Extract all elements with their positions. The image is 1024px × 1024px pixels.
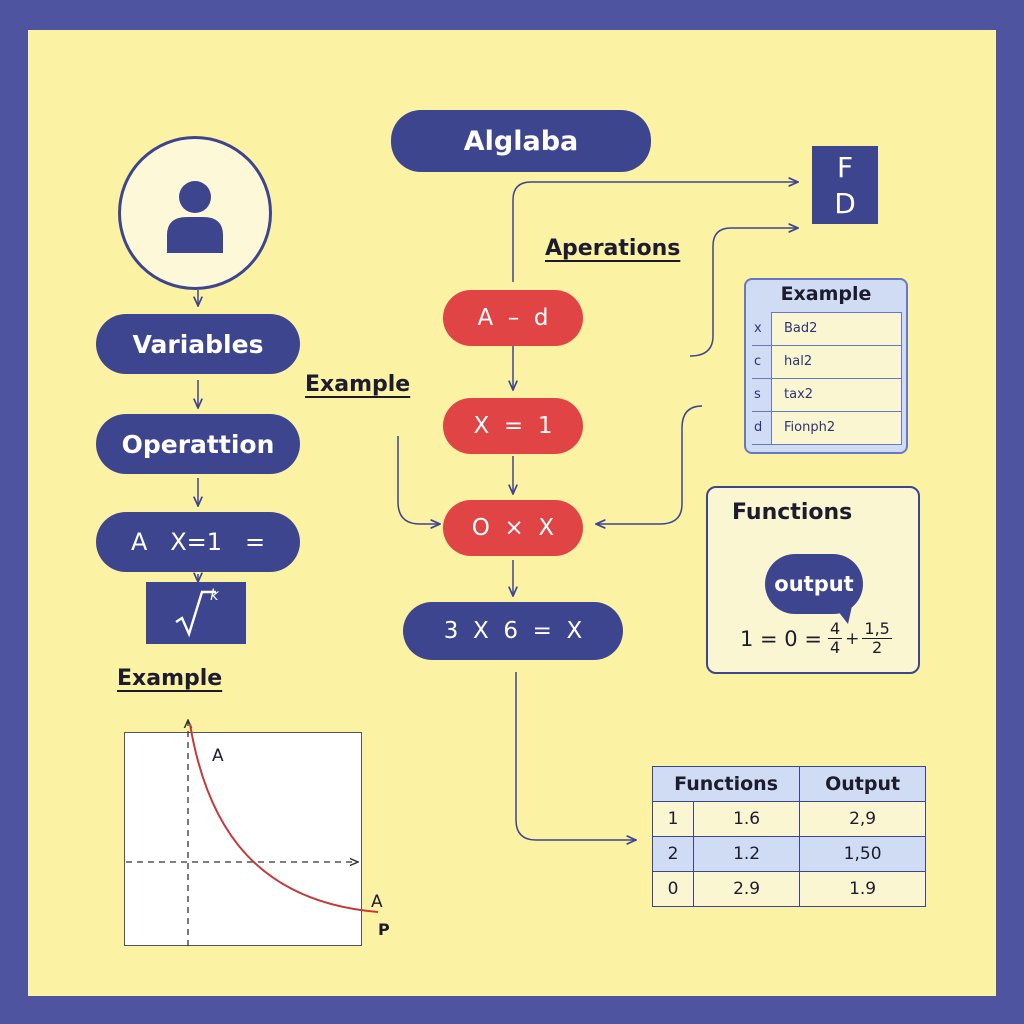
fd-box: F D — [812, 146, 878, 224]
arrow-example-to-step3 — [397, 436, 440, 524]
graph-curve — [189, 723, 379, 913]
left-example-label: Example — [117, 666, 223, 691]
example-table-title: Example — [780, 283, 872, 305]
fd-top-letter: F — [836, 151, 854, 184]
results-header-functions: Functions — [651, 766, 801, 802]
arrow-table-to-fd — [689, 228, 798, 357]
results-header-row: Functions Output — [651, 766, 926, 802]
graph-label-right-a: A — [371, 892, 383, 912]
step1-pill: A – d — [443, 290, 583, 346]
example-row-key: x — [752, 312, 772, 346]
operations-label: Aperations — [545, 236, 681, 261]
fraction-2: 1,5 2 — [862, 619, 892, 657]
result-pill: 3 X 6 = X — [403, 602, 623, 660]
center-example-label: Example — [305, 372, 411, 397]
functions-equation: 1 = 0 = 4 4 + 1,5 2 — [740, 620, 892, 657]
functions-card: Functions output 1 = 0 = 4 4 + 1,5 2 — [706, 486, 920, 674]
frac2-numerator: 1,5 — [862, 619, 892, 639]
example-row-value: hal2 — [771, 344, 902, 379]
sqrt-index: k — [210, 586, 219, 604]
results-row-function: 2.9 — [692, 871, 801, 907]
results-row-index: 1 — [652, 801, 694, 837]
fraction-1: 4 4 — [827, 619, 843, 657]
step3-text: O × X — [471, 515, 555, 541]
bubble-tail — [834, 606, 852, 624]
example-row-value: Bad2 — [771, 312, 902, 346]
arrow-center-to-fd — [512, 182, 798, 282]
speech-bubble-icon: output — [765, 554, 863, 614]
step2-pill: X = 1 — [443, 398, 583, 454]
results-row-function: 1.2 — [692, 836, 801, 872]
example-row-key: s — [752, 378, 772, 412]
title-text: Alglaba — [463, 125, 579, 157]
user-avatar-circle — [118, 136, 272, 290]
operation-text: Operattion — [121, 429, 275, 459]
step2-text: X = 1 — [473, 413, 553, 439]
results-row-index: 0 — [652, 871, 694, 907]
plus-sign: + — [845, 628, 860, 649]
arrow-table-to-step3 — [596, 405, 703, 524]
frac2-denominator: 2 — [872, 638, 883, 657]
user-icon — [167, 181, 223, 253]
operation-pill: Operattion — [96, 414, 300, 474]
arrow-result-to-results-table — [515, 672, 636, 840]
equation-text: A X=1 = — [130, 528, 266, 556]
fd-bottom-letter: D — [834, 187, 856, 220]
graph-label-right-p: P — [378, 920, 390, 939]
equation-pill: A X=1 = — [96, 512, 300, 572]
example-row-key: c — [752, 345, 772, 379]
results-row-index: 2 — [652, 836, 694, 872]
example-row-value: tax2 — [771, 377, 902, 412]
step1-text: A – d — [477, 305, 549, 331]
graph-plot — [126, 712, 379, 946]
bubble-text: output — [774, 572, 854, 596]
graph-label-top: A — [212, 746, 224, 766]
equation-lhs: 1 = 0 = — [740, 626, 822, 651]
title-pill: Alglaba — [391, 110, 651, 172]
result-text: 3 X 6 = X — [443, 618, 583, 644]
variables-text: Variables — [132, 329, 264, 359]
example-row-value: Fionph2 — [771, 410, 902, 445]
functions-title: Functions — [732, 500, 853, 525]
results-row-function: 1.6 — [692, 801, 801, 837]
square-root-icon — [175, 590, 216, 638]
frac1-denominator: 4 — [829, 638, 841, 657]
results-row-output: 1,50 — [799, 836, 926, 872]
sqrt-box: k — [146, 582, 246, 644]
graph-panel — [124, 732, 362, 946]
example-row-key: d — [752, 411, 772, 445]
results-row-output: 2,9 — [799, 801, 926, 837]
results-row-output: 1.9 — [799, 871, 926, 907]
results-header-output: Output — [799, 766, 926, 802]
step3-pill: O × X — [443, 500, 583, 556]
frac1-numerator: 4 — [827, 619, 843, 639]
variables-pill: Variables — [96, 314, 300, 374]
